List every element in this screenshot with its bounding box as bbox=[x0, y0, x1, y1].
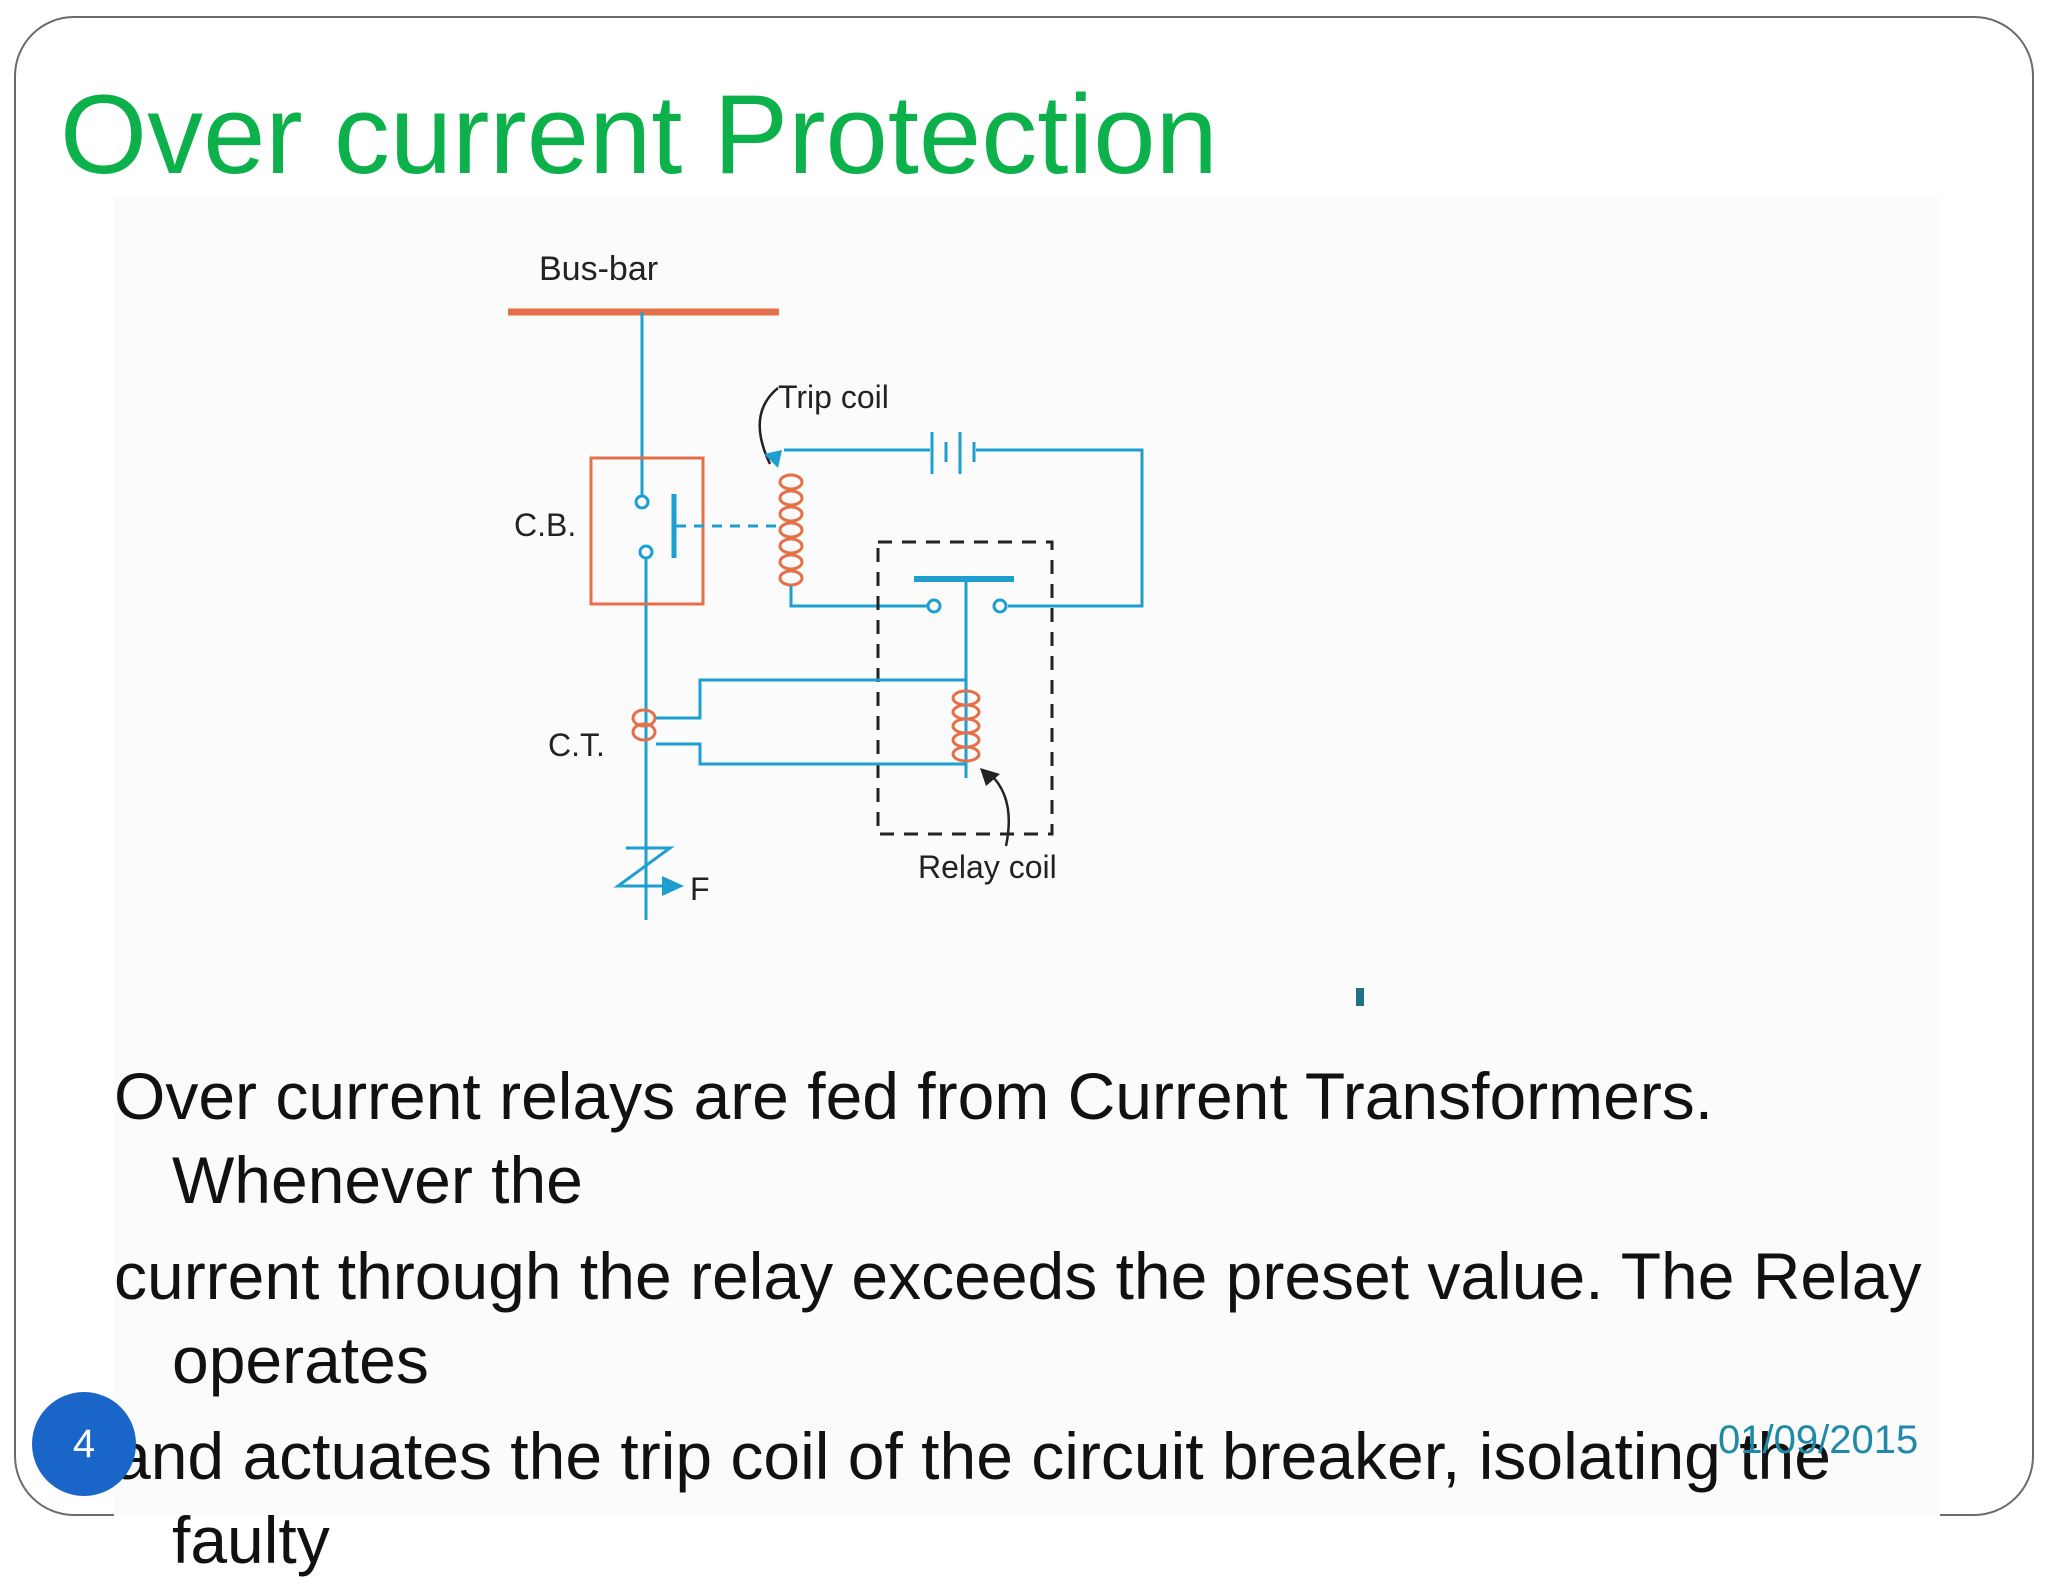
ct-secondary-top-wire bbox=[656, 678, 966, 720]
body-text: Over current relays are fed from Current… bbox=[114, 1054, 1934, 1594]
trip-coil-arrowhead bbox=[764, 450, 782, 468]
relay-contact-right bbox=[992, 598, 1008, 614]
relay-coil-arrowhead bbox=[980, 768, 1000, 786]
relay-enclosure bbox=[876, 540, 1054, 836]
relay-coil bbox=[951, 689, 981, 763]
body-paragraph-3: and actuates the trip coil of the circui… bbox=[114, 1419, 1831, 1577]
fault-symbol bbox=[613, 846, 675, 888]
stray-mark bbox=[1356, 988, 1364, 1006]
overcurrent-protection-diagram: Bus-bar C.B. Trip coil Relay coi bbox=[508, 250, 1144, 920]
relay-coil-label: Relay coil bbox=[918, 849, 1057, 885]
trip-coil-label: Trip coil bbox=[778, 379, 889, 415]
cb-label: C.B. bbox=[514, 507, 576, 543]
figure-background bbox=[114, 196, 1940, 1516]
trip-coil bbox=[778, 473, 804, 587]
trip-circuit-lower-wire bbox=[789, 586, 932, 608]
cb-contact-bottom bbox=[638, 544, 654, 560]
circuit-breaker-box bbox=[589, 456, 705, 606]
relay-contact-left bbox=[926, 598, 942, 614]
body-paragraph-2: current through the relay exceeds the pr… bbox=[114, 1239, 1922, 1397]
cb-contact-top bbox=[634, 494, 650, 510]
ct-label: C.T. bbox=[548, 727, 605, 763]
slide-title: Over current Protection bbox=[60, 72, 1218, 197]
ct-secondary-bottom-wire bbox=[656, 742, 966, 766]
current-transformer bbox=[631, 708, 657, 742]
fault-arrowhead bbox=[662, 876, 684, 896]
busbar-label: Bus-bar bbox=[539, 250, 658, 288]
fault-label: F bbox=[690, 871, 710, 907]
trip-circuit-right-wire bbox=[976, 448, 1144, 608]
body-paragraph-1: Over current relays are fed from Current… bbox=[114, 1059, 1714, 1217]
slide-date: 01/09/2015 bbox=[1718, 1418, 1919, 1462]
slide-number-badge: 4 bbox=[32, 1392, 136, 1496]
